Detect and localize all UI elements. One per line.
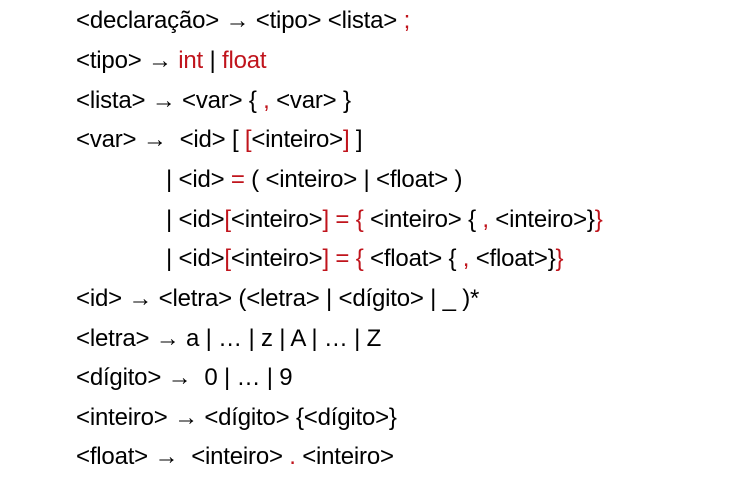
grammar-text: <inteiro> bbox=[295, 443, 394, 470]
grammar-text: <var> → <id> [ bbox=[76, 126, 245, 153]
grammar-text: <dígito> → 0 | … | 9 bbox=[76, 364, 293, 391]
terminal-symbol: , bbox=[482, 206, 489, 233]
terminal-symbol: float bbox=[222, 47, 267, 74]
grammar-text: <declaração> → <tipo> <lista> bbox=[76, 7, 404, 34]
grammar-text: <var> } bbox=[269, 87, 351, 114]
grammar-text: ] bbox=[349, 126, 363, 153]
terminal-symbol: ; bbox=[403, 7, 411, 34]
grammar-text: <letra> → a | … | z | A | … | Z bbox=[76, 325, 382, 352]
production-var-alt-float-array: | <id>[<inteiro>] = { <float> { , <float… bbox=[166, 242, 564, 276]
terminal-symbol: , bbox=[462, 245, 470, 272]
grammar-text: | <id> bbox=[166, 206, 225, 233]
production-float: <float> → <inteiro> . <inteiro> bbox=[76, 440, 394, 474]
grammar-text: | <id> bbox=[166, 245, 225, 272]
grammar-text: | bbox=[203, 47, 222, 74]
terminal-symbol: int bbox=[178, 47, 204, 74]
terminal-symbol: , bbox=[263, 87, 270, 114]
terminal-symbol: = bbox=[230, 166, 245, 193]
grammar-text: <inteiro> { bbox=[363, 206, 483, 233]
terminal-symbol: } bbox=[555, 245, 564, 272]
terminal-symbol: [ bbox=[224, 245, 231, 272]
terminal-symbol: ] = { bbox=[322, 245, 364, 272]
production-var: <var> → <id> [ [<inteiro>] ] bbox=[76, 123, 363, 157]
grammar-text: <inteiro> bbox=[251, 126, 343, 153]
terminal-symbol: [ bbox=[244, 126, 252, 153]
production-declaracao: <declaração> → <tipo> <lista> ; bbox=[76, 4, 410, 38]
terminal-symbol: } bbox=[594, 206, 603, 233]
production-lista: <lista> → <var> { , <var> } bbox=[76, 84, 351, 118]
grammar-text: <float>} bbox=[469, 245, 556, 272]
grammar-text: <float> → <inteiro> bbox=[76, 443, 290, 470]
grammar-text: <inteiro> bbox=[230, 206, 323, 233]
terminal-symbol: . bbox=[289, 443, 296, 470]
grammar-text: <inteiro> → <dígito> {<dígito>} bbox=[76, 404, 397, 431]
grammar-text: <lista> → <var> { bbox=[76, 87, 264, 114]
grammar-text: <tipo> → bbox=[76, 47, 179, 74]
grammar-text: <float> { bbox=[363, 245, 463, 272]
production-id: <id> → <letra> (<letra> | <dígito> | _ )… bbox=[76, 282, 479, 316]
grammar-text: <inteiro> bbox=[230, 245, 323, 272]
production-var-alt-assign: | <id> = ( <inteiro> | <float> ) bbox=[166, 163, 462, 197]
production-inteiro: <inteiro> → <dígito> {<dígito>} bbox=[76, 401, 397, 435]
production-letra: <letra> → a | … | z | A | … | Z bbox=[76, 322, 381, 356]
grammar-text: | <id> bbox=[166, 166, 231, 193]
production-var-alt-int-array: | <id>[<inteiro>] = { <inteiro> { , <int… bbox=[166, 203, 603, 237]
terminal-symbol: [ bbox=[224, 206, 231, 233]
grammar-text: <id> → <letra> (<letra> | <dígito> | _ )… bbox=[76, 285, 480, 312]
grammar-text: <inteiro>} bbox=[488, 206, 595, 233]
grammar-text: ( <inteiro> | <float> ) bbox=[244, 166, 463, 193]
production-tipo: <tipo> → int | float bbox=[76, 44, 267, 78]
production-digito: <dígito> → 0 | … | 9 bbox=[76, 361, 293, 395]
terminal-symbol: ] bbox=[342, 126, 350, 153]
terminal-symbol: ] = { bbox=[322, 206, 364, 233]
